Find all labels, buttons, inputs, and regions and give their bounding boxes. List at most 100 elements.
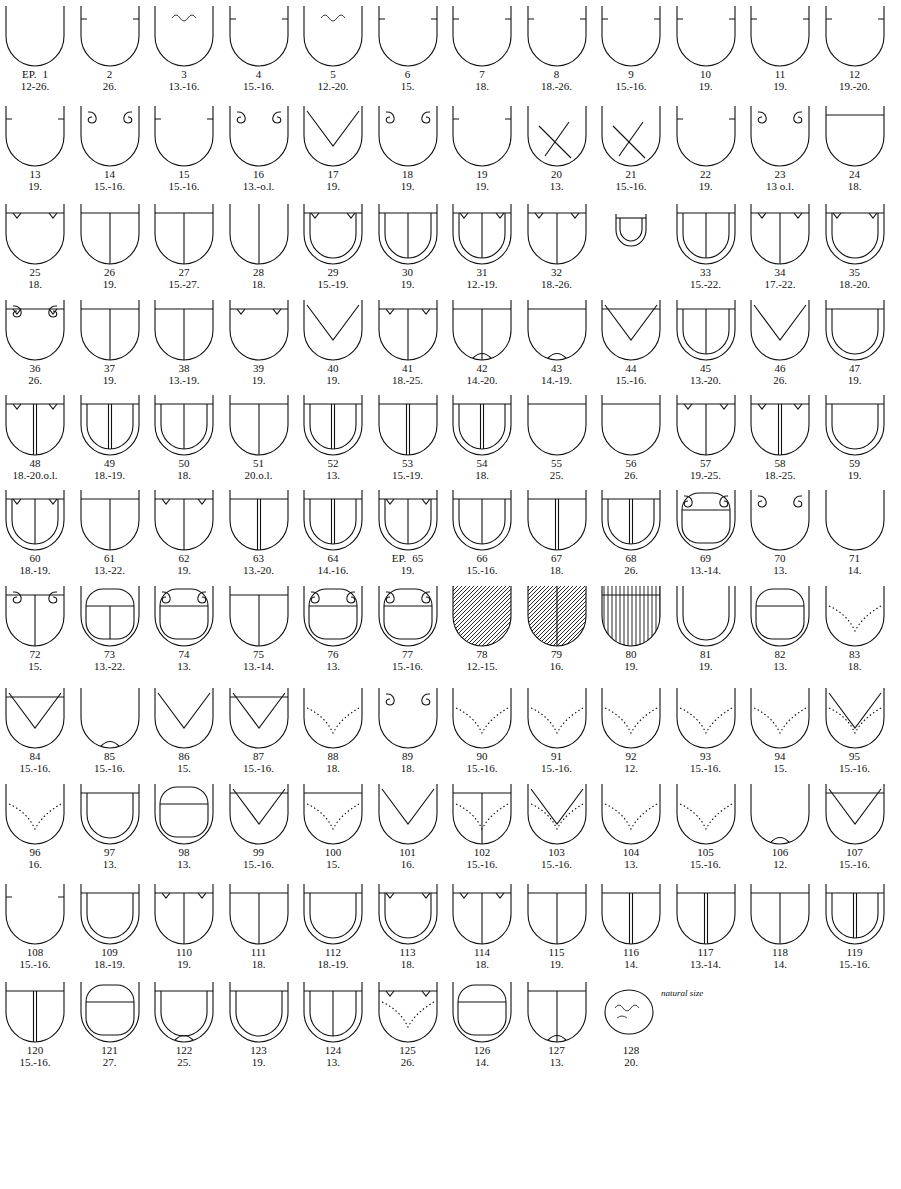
mid-line — [332, 991, 333, 1036]
date-range: 16. — [0, 858, 70, 870]
type-figure: 4118.-25. — [373, 300, 443, 386]
shape-group — [304, 106, 362, 166]
caption-line: 111 — [224, 946, 294, 958]
caption-line: 56 — [596, 457, 666, 469]
outline — [602, 784, 660, 844]
caption-line: 14 — [75, 168, 145, 180]
figure-outline — [152, 395, 216, 457]
caption-line: EP.1 — [0, 68, 70, 80]
date-range: 25. — [149, 1056, 219, 1068]
outline — [602, 106, 660, 166]
notches — [758, 404, 802, 409]
figure-caption: 9515.-16. — [820, 750, 890, 774]
type-number: 3 — [181, 68, 187, 80]
date-range: 15.-16. — [522, 762, 592, 774]
type-number: 21 — [626, 168, 637, 180]
caption-line: 86 — [149, 750, 219, 762]
figure-outline — [525, 688, 589, 750]
shape-group — [304, 395, 362, 455]
mid-line — [183, 404, 184, 449]
outline — [304, 300, 362, 360]
figure-caption: 5120.o.l. — [224, 457, 294, 481]
diagonals — [307, 111, 359, 146]
type-number: 64 — [328, 552, 339, 564]
double-mid-line — [704, 893, 707, 944]
date-range: 15.-16. — [224, 762, 294, 774]
figure-outline — [376, 300, 440, 362]
date-range: 19. — [224, 374, 294, 386]
mid-line — [556, 586, 557, 646]
type-figure: 2818. — [224, 204, 294, 290]
figure-caption: 915.-16. — [596, 68, 666, 92]
type-number: 33 — [700, 266, 711, 278]
date-range: 15.-19. — [298, 278, 368, 290]
type-figure: 3919. — [224, 300, 294, 386]
diagonals — [307, 305, 359, 340]
caption-line: 94 — [745, 750, 815, 762]
figure-caption: 11519. — [522, 946, 592, 970]
type-number: 91 — [551, 750, 562, 762]
figure-caption: 2915.-19. — [298, 266, 368, 290]
figure-outline — [674, 586, 738, 648]
date-range: 19. — [373, 278, 443, 290]
date-range: 26. — [75, 80, 145, 92]
shape-group — [230, 300, 288, 360]
date-range: 15.-16. — [224, 858, 294, 870]
shape-group — [602, 784, 660, 844]
type-number: 126 — [474, 1044, 491, 1056]
type-figure: 10515.-16. — [671, 784, 741, 870]
type-number: 60 — [30, 552, 41, 564]
outline — [6, 784, 64, 844]
type-figure: 12127. — [75, 982, 145, 1068]
caption-line: 96 — [0, 846, 70, 858]
type-number: 112 — [325, 946, 341, 958]
figure-outline — [3, 106, 67, 168]
date-range: 15.-27. — [149, 278, 219, 290]
type-figure: 6219. — [149, 490, 219, 576]
mid-line — [556, 213, 557, 264]
caption-line: 77 — [373, 648, 443, 660]
dotted-lines — [456, 804, 508, 829]
figure-caption: 10116. — [373, 846, 443, 870]
type-figure: 2219. — [671, 106, 741, 192]
small-inner-outline — [620, 218, 642, 241]
outline — [155, 6, 213, 66]
type-figure: 12713. — [522, 982, 592, 1068]
type-number: 36 — [30, 362, 41, 374]
type-figure: 4214.-20. — [447, 300, 517, 386]
type-number: 1 — [42, 68, 48, 80]
double-mid-line — [779, 404, 782, 455]
side-ticks — [6, 896, 64, 897]
figure-outline — [823, 490, 887, 552]
figure-caption: 9915.-16. — [224, 846, 294, 870]
type-figure: 1415.-16. — [75, 106, 145, 192]
figure-caption: 12713. — [522, 1044, 592, 1068]
date-range: 13. — [298, 660, 368, 672]
type-number: 34 — [775, 266, 786, 278]
figure-outline — [78, 784, 142, 846]
figure-caption: 10413. — [596, 846, 666, 870]
outline — [528, 884, 586, 944]
side-ticks — [602, 18, 660, 19]
shape-group — [6, 490, 64, 550]
double-mid-line — [257, 499, 260, 550]
date-range: 18. — [224, 278, 294, 290]
ring-bar — [458, 1001, 506, 1002]
type-number: 54 — [477, 457, 488, 469]
type-number: 98 — [179, 846, 190, 858]
type-figure: 3719. — [75, 300, 145, 386]
date-range: 19. — [820, 469, 890, 481]
diagonals — [233, 789, 285, 824]
cross-bar — [81, 892, 139, 893]
caption-line: 121 — [75, 1044, 145, 1056]
caption-line: 106 — [745, 846, 815, 858]
type-number: 84 — [30, 750, 41, 762]
date-range: 13. — [298, 469, 368, 481]
shape-group — [826, 395, 884, 455]
type-number: 65 — [412, 552, 423, 564]
caption-line: 50 — [149, 457, 219, 469]
caption-line: 74 — [149, 648, 219, 660]
type-figure: 12413. — [298, 982, 368, 1068]
type-figure: 415.-16. — [224, 6, 294, 92]
caption-line: 112 — [298, 946, 368, 958]
